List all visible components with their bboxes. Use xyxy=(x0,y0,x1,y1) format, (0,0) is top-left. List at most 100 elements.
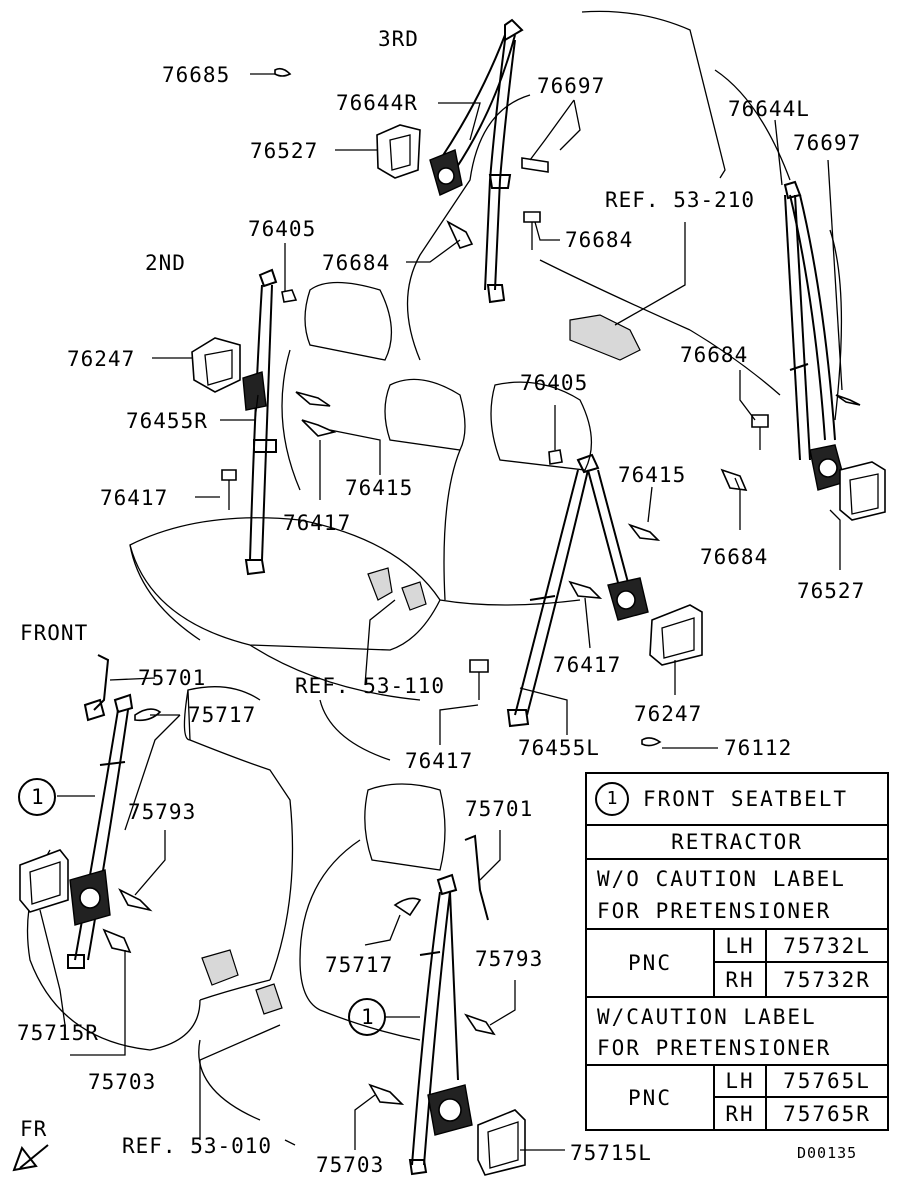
label-fr: FR xyxy=(20,1117,47,1141)
label-76455R: 76455R xyxy=(126,409,208,433)
label-76417-d: 76417 xyxy=(405,749,473,773)
label-76417-c: 76417 xyxy=(553,653,621,677)
second-row-right-retractor xyxy=(242,371,267,411)
second-row-right-hardware xyxy=(221,289,337,510)
label-76405-mid: 76405 xyxy=(520,371,588,395)
legend-pnc-label-2: PNC xyxy=(628,1085,672,1110)
label-75703-right: 75703 xyxy=(316,1153,384,1177)
label-76684-right2: 76684 xyxy=(700,545,768,569)
front-left-retractor xyxy=(427,1084,473,1136)
second-row-left-belt xyxy=(506,453,631,728)
label-76417-b: 76417 xyxy=(283,511,351,535)
label-front: FRONT xyxy=(20,621,88,645)
legend-section2-pnc: PNC LH 75765L RH 75765R xyxy=(587,1066,887,1129)
legend-rh-label-2: RH xyxy=(725,1101,755,1126)
legend-part-75765R: 75765R xyxy=(783,1101,871,1126)
label-76455L: 76455L xyxy=(518,736,600,760)
label-76527-right: 76527 xyxy=(797,579,865,603)
label-76644R: 76644R xyxy=(336,91,418,115)
legend-section2-line1: W/CAUTION LABEL xyxy=(597,1005,817,1029)
label-callout-1-right: 1 xyxy=(361,1005,375,1029)
legend-section1-header: W/O CAUTION LABEL FOR PRETENSIONER xyxy=(587,860,887,930)
legend-pnc-label-1: PNC xyxy=(628,951,672,975)
front-right-bolts xyxy=(102,888,153,954)
third-row-left-belt xyxy=(783,180,836,461)
legend-section1-line2: FOR PRETENSIONER xyxy=(597,899,832,923)
label-76247-left: 76247 xyxy=(67,347,135,371)
front-left-bolts xyxy=(368,1013,496,1105)
legend-part-75732L: 75732L xyxy=(783,933,871,958)
legend-lh-label-2: LH xyxy=(725,1069,755,1093)
label-ref-53-010: REF. 53-010 xyxy=(122,1134,272,1158)
front-right-cover xyxy=(19,849,69,913)
front-left-belt xyxy=(393,834,489,1176)
third-row-seat-outline xyxy=(406,10,843,421)
diagram-code: D00135 xyxy=(797,1144,857,1162)
label-76112: 76112 xyxy=(724,736,792,760)
label-76644L: 76644L xyxy=(728,97,810,121)
label-ref-53-110: REF. 53-110 xyxy=(295,674,445,698)
label-75715R: 75715R xyxy=(17,1021,99,1045)
label-75715L: 75715L xyxy=(570,1141,652,1165)
label-75701-right: 75701 xyxy=(465,797,533,821)
legend-rh-label-1: RH xyxy=(725,967,755,992)
legend-section2-header: W/CAUTION LABEL FOR PRETENSIONER xyxy=(587,998,887,1066)
second-row-left-cover xyxy=(649,604,703,666)
label-76684-right1: 76684 xyxy=(680,343,748,367)
label-75701-left: 75701 xyxy=(138,666,206,690)
label-76527-top: 76527 xyxy=(250,139,318,163)
second-row-seat-outline xyxy=(129,281,593,761)
third-row-right-retractor xyxy=(429,149,463,196)
legend-section2-line2: FOR PRETENSIONER xyxy=(597,1036,832,1060)
third-row-bolts xyxy=(274,67,549,250)
label-third-row: 3RD xyxy=(378,27,419,51)
front-left-cover xyxy=(477,1109,526,1176)
label-76684-left: 76684 xyxy=(322,251,390,275)
label-75793-left: 75793 xyxy=(128,800,196,824)
front-right-belt xyxy=(67,654,162,969)
callout-circle-right xyxy=(348,998,386,1036)
third-row-left-cover xyxy=(839,461,886,521)
ref-53-210-bracket xyxy=(569,314,641,361)
second-row-left-retractor xyxy=(607,577,649,621)
label-76405-left: 76405 xyxy=(248,217,316,241)
leader-lines xyxy=(39,73,843,1151)
legend-subtitle: RETRACTOR xyxy=(671,830,803,854)
legend-title-row: 1 FRONT SEATBELT xyxy=(587,774,887,826)
label-76697-mid: 76697 xyxy=(537,74,605,98)
callout-circle-left xyxy=(18,778,56,816)
label-75703-left: 75703 xyxy=(88,1070,156,1094)
label-75717-left: 75717 xyxy=(188,703,256,727)
label-76415-right: 76415 xyxy=(618,463,686,487)
front-direction-arrow-icon xyxy=(12,1144,49,1172)
legend-callout-circle: 1 xyxy=(595,782,629,816)
label-75717-right: 75717 xyxy=(325,953,393,977)
legend-subtitle-row: RETRACTOR xyxy=(587,826,887,860)
retractor-legend-table: 1 FRONT SEATBELT RETRACTOR W/O CAUTION L… xyxy=(585,772,889,1131)
legend-lh-label-1: LH xyxy=(725,933,755,958)
legend-title: FRONT SEATBELT xyxy=(643,787,849,811)
label-second-row: 2ND xyxy=(145,251,186,275)
third-row-left-bolts xyxy=(720,394,861,491)
legend-part-75765L: 75765L xyxy=(783,1069,871,1093)
front-right-retractor xyxy=(69,869,111,926)
second-row-left-hardware xyxy=(469,449,662,747)
label-callout-1-left: 1 xyxy=(31,785,45,809)
second-row-right-belt xyxy=(244,268,278,576)
label-76247-right: 76247 xyxy=(634,702,702,726)
legend-section1-line1: W/O CAUTION LABEL xyxy=(597,867,846,891)
third-row-right-belt xyxy=(439,18,524,304)
label-ref-53-210: REF. 53-210 xyxy=(605,188,755,212)
label-76685: 76685 xyxy=(162,63,230,87)
label-75793-right: 75793 xyxy=(475,947,543,971)
label-76697-right: 76697 xyxy=(793,131,861,155)
legend-section1-pnc: PNC LH 75732L RH 75732R xyxy=(587,930,887,998)
legend-part-75732R: 75732R xyxy=(783,967,871,992)
third-row-left-retractor xyxy=(809,444,846,491)
third-row-right-cover xyxy=(376,124,421,179)
label-76415-left: 76415 xyxy=(345,476,413,500)
label-76684-mid: 76684 xyxy=(565,228,633,252)
label-76417-a: 76417 xyxy=(100,486,168,510)
second-row-right-cover xyxy=(191,337,241,393)
